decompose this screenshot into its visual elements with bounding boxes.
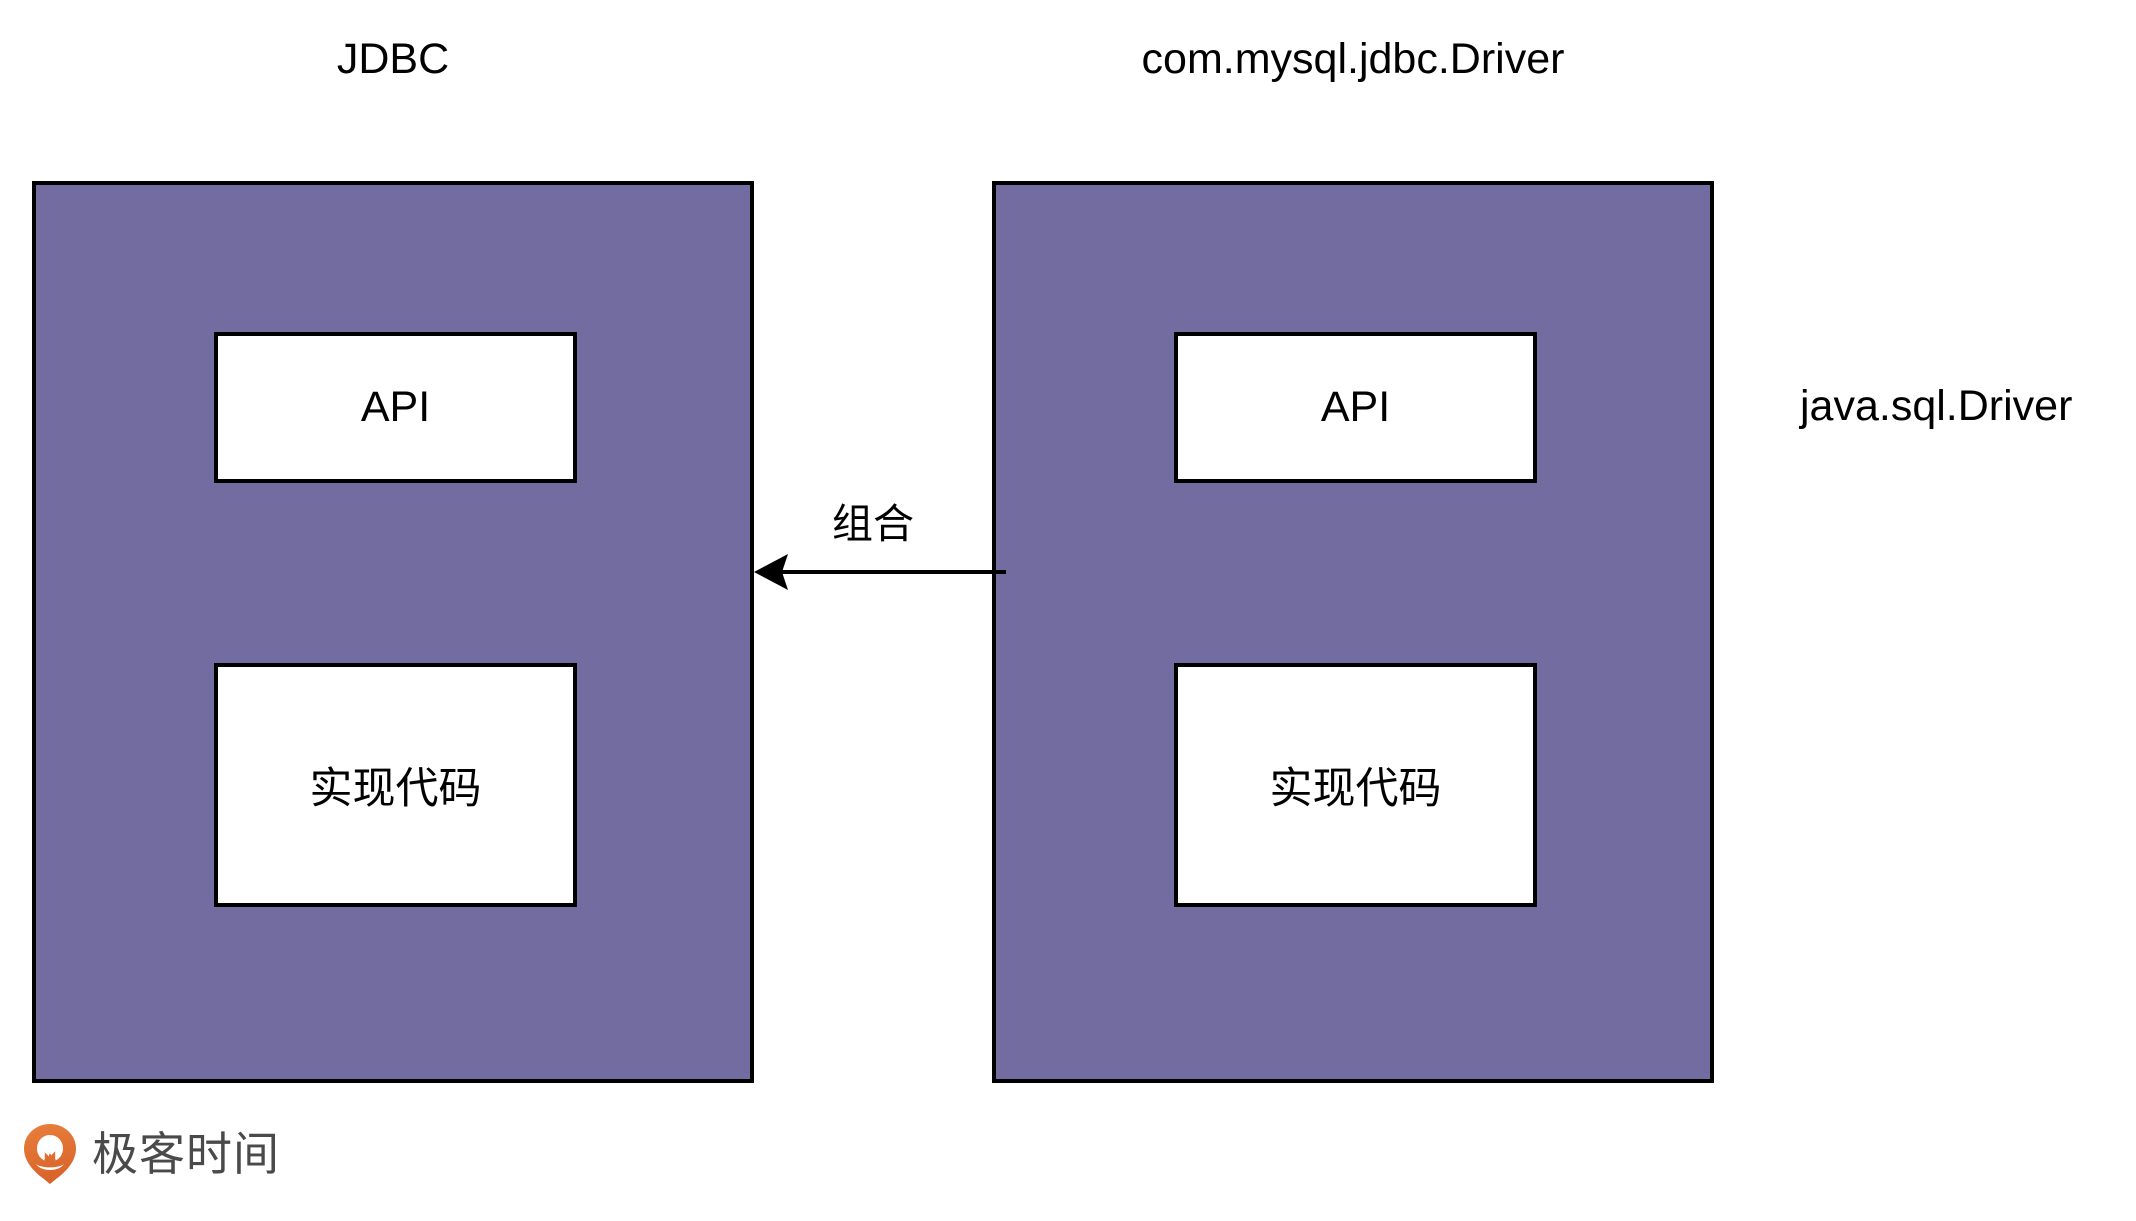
brand-logo: 极客时间 <box>22 1122 280 1186</box>
annotation-java-sql-driver: java.sql.Driver <box>1800 382 2073 430</box>
brand-name-label: 极客时间 <box>92 1128 280 1180</box>
relation-label-composition: 组合 <box>832 501 914 547</box>
column-title-mysql-driver: com.mysql.jdbc.Driver <box>1141 35 1565 83</box>
column-title-jdbc: JDBC <box>336 35 450 83</box>
module-box-jdbc: API 实现代码 <box>32 181 754 1083</box>
inner-box-api-jdbc: API <box>214 332 577 483</box>
module-box-mysql-driver: API 实现代码 <box>992 181 1714 1083</box>
geektime-logo-icon <box>24 1124 76 1184</box>
inner-box-implementation-mysql-driver: 实现代码 <box>1174 663 1537 907</box>
inner-box-api-mysql-driver: API <box>1174 332 1537 483</box>
composition-arrow-icon <box>754 554 1006 590</box>
inner-box-implementation-jdbc: 实现代码 <box>214 663 577 907</box>
